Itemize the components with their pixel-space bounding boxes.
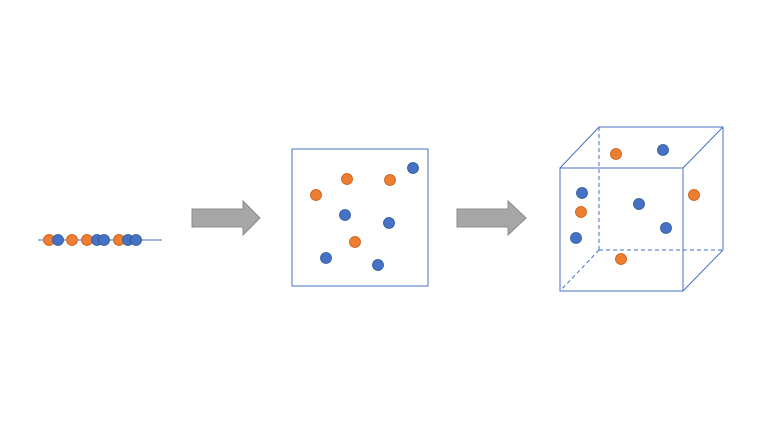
blue-point bbox=[52, 234, 64, 246]
cube-front-face bbox=[559, 167, 684, 292]
cube-edge bbox=[682, 249, 724, 292]
blue-point bbox=[407, 162, 419, 174]
blue-point bbox=[372, 259, 384, 271]
cube-hidden-edge bbox=[559, 249, 600, 292]
cube-edge bbox=[559, 126, 600, 169]
orange-point bbox=[575, 206, 587, 218]
blue-point bbox=[576, 187, 588, 199]
blue-point bbox=[339, 209, 351, 221]
square-frame bbox=[291, 148, 429, 287]
orange-point bbox=[66, 234, 78, 246]
panel-3d bbox=[559, 126, 724, 292]
orange-point bbox=[349, 236, 361, 248]
blue-point bbox=[633, 198, 645, 210]
orange-point bbox=[384, 174, 396, 186]
right-arrow-icon bbox=[456, 199, 527, 237]
panel-1d bbox=[38, 234, 162, 246]
blue-point bbox=[383, 217, 395, 229]
blue-point bbox=[570, 232, 582, 244]
orange-point bbox=[688, 189, 700, 201]
blue-point bbox=[98, 234, 110, 246]
cube-edge bbox=[682, 126, 724, 169]
orange-point bbox=[310, 189, 322, 201]
blue-point bbox=[657, 144, 669, 156]
orange-point bbox=[81, 234, 93, 246]
panel-2d bbox=[291, 148, 429, 287]
blue-point bbox=[130, 234, 142, 246]
points-2d bbox=[310, 162, 419, 271]
points-3d bbox=[570, 144, 700, 265]
blue-point bbox=[660, 222, 672, 234]
blue-point bbox=[320, 252, 332, 264]
orange-point bbox=[341, 173, 353, 185]
orange-point bbox=[615, 253, 627, 265]
points-1d bbox=[43, 234, 142, 246]
orange-point bbox=[610, 148, 622, 160]
right-arrow-icon bbox=[191, 199, 261, 237]
